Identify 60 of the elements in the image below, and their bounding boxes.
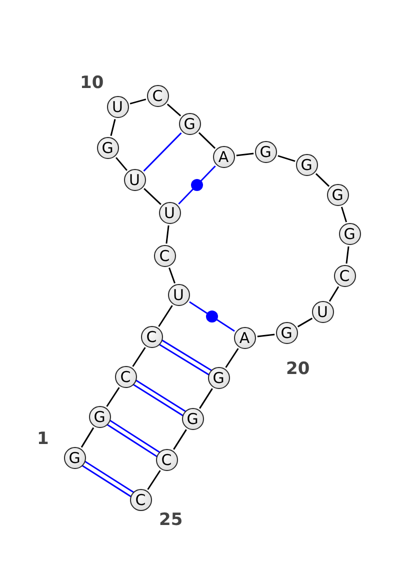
base-pair-line [189,301,235,332]
backbone-line [199,388,213,409]
backbone-line [130,98,146,104]
backbone-line [328,286,340,302]
backbone-line [80,427,94,448]
nucleotide-circle: C [130,488,152,510]
backbone-line [115,157,128,171]
backbone-line [340,206,348,222]
backbone-line [257,334,275,338]
position-number: 10 [80,73,104,93]
backbone-line [297,318,313,328]
backbone-line [225,348,239,368]
nucleotide-circle: G [178,112,200,134]
nucleotide-circle: C [154,244,176,266]
nucleotide-circle: U [124,168,146,190]
base-pair-line [143,132,182,172]
backbone-line [236,152,254,156]
nucleotide-circle: G [254,140,276,162]
backbone-line [158,305,173,327]
nucleotide-circle: U [312,300,334,322]
position-number: 25 [159,510,183,530]
backbone-line [106,387,120,407]
base-pair-line [178,165,216,205]
nucleotide-circle: G [326,184,348,206]
nucleotide-circle: G [208,366,230,388]
backbone-line [173,429,187,450]
nucleotide-circle: G [276,322,298,344]
backbone-line [147,470,161,490]
base-pair-line [132,378,188,418]
base-pair-line [80,460,136,498]
nucleotide-circle: A [212,146,234,168]
nucleotide-circle: G [88,406,110,428]
backbone-line [166,104,182,116]
nucleotide-circle: C [334,264,356,286]
backbone-line [168,268,176,284]
nucleotide-circle: U [106,96,128,118]
nucleotide-circle: C [146,84,168,106]
backbone-line [198,132,216,149]
backbone-line [144,188,162,205]
backbone-line [132,347,146,367]
backbone-line [166,225,170,244]
nucleotide-circle: C [156,448,178,470]
nucleotide-circle: G [182,408,204,430]
nucleotide-circle: U [168,284,190,306]
nucleotide-circle: G [96,136,118,158]
position-number: 20 [286,359,310,379]
nucleotide-circle: U [158,202,180,224]
base-pair-line [158,338,214,376]
nucleotide-circle: C [114,366,136,388]
position-number: 1 [37,429,49,449]
nucleotide-circle: G [64,446,86,468]
nucleotide-circle: C [140,326,162,348]
nucleotide-circle: G [296,154,318,176]
backbone-line [315,173,330,187]
backbone-line [278,155,296,162]
backbone-line [346,246,350,264]
base-pair-line [106,418,162,458]
nucleotide-circle: G [338,222,360,244]
nucleotide-circle: A [234,326,256,348]
backbone-line [110,118,116,136]
